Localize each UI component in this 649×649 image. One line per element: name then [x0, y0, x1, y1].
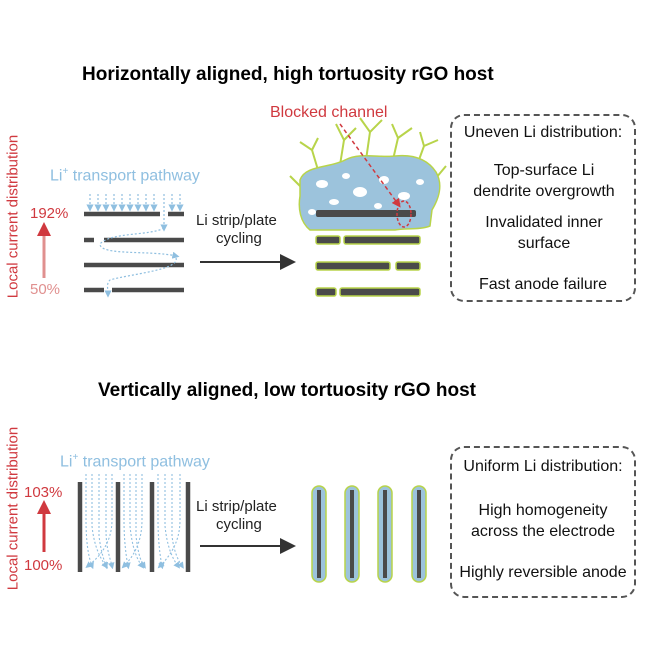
bottom-gradient-arrow — [37, 500, 51, 552]
top-summary-box: Uneven Li distribution: Top-surface Li d… — [450, 114, 636, 302]
top-box-title: Uneven Li distribution: — [463, 124, 623, 141]
bottom-box-item-2: Highly reversible anode — [459, 564, 627, 581]
top-cycled-sheets — [315, 210, 421, 297]
top-process-line1: Li strip/plate — [196, 212, 277, 229]
bottom-summary-box: Uniform Li distribution: High homogeneit… — [450, 446, 636, 598]
top-high-value: 192% — [30, 205, 69, 222]
bottom-process-line2: cycling — [216, 516, 262, 533]
bottom-low-value: 100% — [24, 557, 63, 574]
bottom-box-item-1: High homogeneity across the electrode — [470, 502, 616, 540]
top-process-line2: cycling — [216, 230, 262, 247]
bottom-process-line1: Li strip/plate — [196, 498, 277, 515]
bottom-cycled-sheets — [311, 485, 427, 583]
top-box-item-2: Invalidated inner surface — [485, 214, 603, 252]
bottom-li-arrows — [85, 474, 184, 570]
vertical-rgo-sheets — [77, 482, 191, 572]
bottom-title: Vertically aligned, low tortuosity rGO h… — [98, 380, 476, 401]
top-title: Horizontally aligned, high tortuosity rG… — [82, 64, 494, 85]
top-gradient-arrow — [37, 222, 51, 278]
top-box-item-3: Fast anode failure — [478, 276, 608, 293]
top-li-arrows — [86, 194, 184, 298]
horizontal-rgo-sheets — [84, 211, 184, 293]
top-box-item-1: Top-surface Li dendrite overgrowth — [473, 162, 615, 200]
blocked-channel-label: Blocked channel — [270, 104, 388, 121]
bottom-process-arrow — [200, 538, 296, 554]
bottom-box-title: Uniform Li distribution: — [463, 458, 623, 475]
bottom-pathway-label: Li+ transport pathway — [60, 452, 210, 471]
bottom-high-value: 103% — [24, 484, 63, 501]
top-process-arrow — [200, 254, 296, 270]
top-pathway-label: Li+ transport pathway — [50, 166, 200, 185]
top-low-value: 50% — [30, 281, 61, 298]
blocked-channel-indicator — [339, 123, 412, 228]
